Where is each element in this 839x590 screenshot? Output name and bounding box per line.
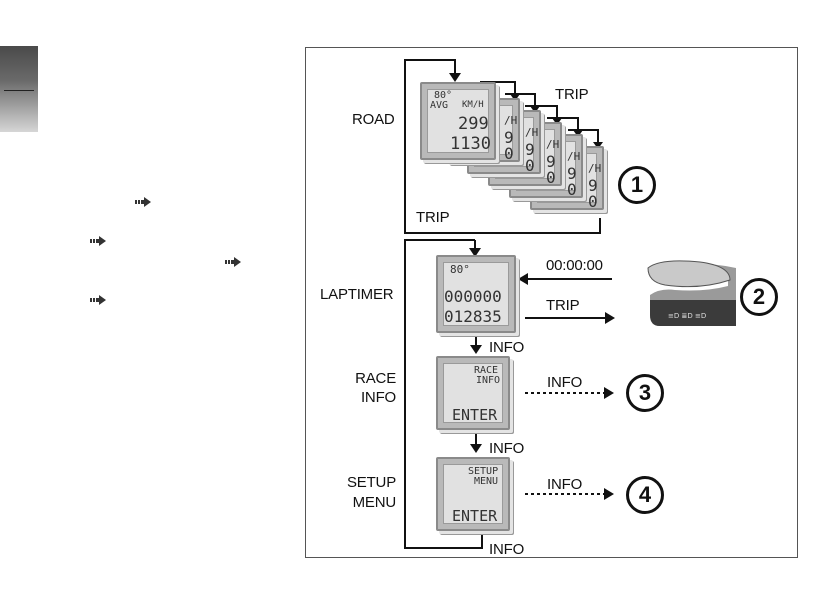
callout-3: 3 [626,374,664,412]
svg-text:≡D ≣D ≡D: ≡D ≣D ≡D [668,312,706,320]
callout-1: 1 [618,166,656,204]
callout-4: 4 [626,476,664,514]
callout-2: 2 [740,278,778,316]
